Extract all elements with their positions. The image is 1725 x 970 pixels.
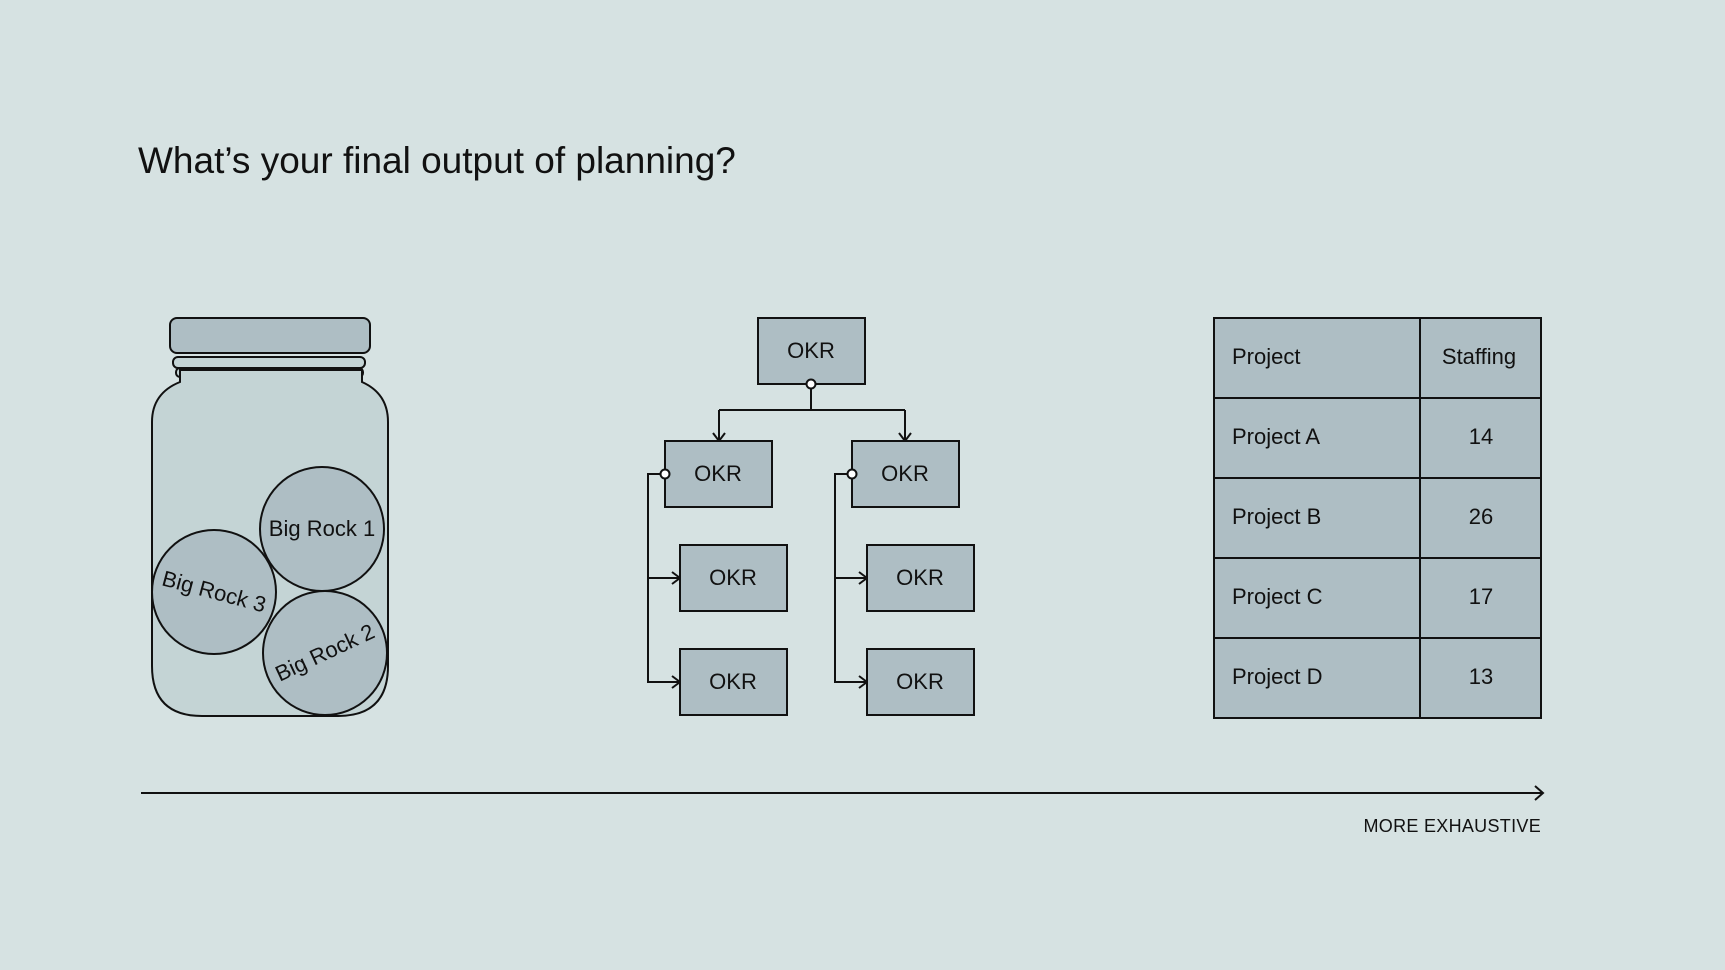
okr-node-child: OKR: [679, 648, 788, 716]
table-cell-staffing: 17: [1469, 584, 1493, 609]
table-cell-staffing: 14: [1469, 424, 1493, 449]
okr-box: [866, 648, 975, 716]
table-row: Project D 13: [1232, 664, 1493, 689]
okr-label: OKR: [881, 461, 929, 486]
table-header-cell: Staffing: [1442, 344, 1516, 369]
table-cell-project: Project B: [1232, 504, 1321, 529]
okr-tree: OKR OKR OKR OKR OKR OKR OKR: [647, 317, 975, 716]
okr-label: OKR: [694, 461, 742, 486]
okr-node-child: OKR: [866, 544, 975, 612]
okr-connector-dot: [846, 468, 858, 480]
table-cell-staffing: 26: [1469, 504, 1493, 529]
okr-box: [866, 544, 975, 612]
table-row: Project C 17: [1232, 584, 1493, 609]
jar-neck-ring: [172, 356, 366, 369]
big-rock-label: Big Rock 1: [269, 516, 375, 541]
table-background: [1213, 317, 1542, 719]
table-cell-project: Project D: [1232, 664, 1322, 689]
okr-label: OKR: [709, 669, 757, 694]
table-header-row: Project Staffing: [1232, 344, 1516, 369]
okr-arrowhead: [712, 432, 912, 443]
exhaustiveness-axis: MORE EXHAUSTIVE: [141, 785, 1545, 836]
big-rock-circle: [262, 590, 388, 716]
okr-node-child: OKR: [866, 648, 975, 716]
okr-arrowhead: [671, 571, 682, 689]
okr-connector-dot: [805, 378, 817, 390]
okr-label: OKR: [896, 669, 944, 694]
big-rock-circle: [151, 529, 277, 655]
okr-node-root: OKR: [757, 317, 866, 385]
okr-node-branch: OKR: [664, 440, 773, 508]
table-header-cell: Project: [1232, 344, 1300, 369]
okr-label: OKR: [896, 565, 944, 590]
big-rock: Big Rock 2: [262, 590, 388, 716]
table-row: Project A 14: [1232, 424, 1493, 449]
okr-arrowhead: [858, 571, 869, 689]
table-row: Project B 26: [1232, 504, 1493, 529]
jar-lid: [169, 317, 371, 354]
okr-box: [679, 544, 788, 612]
okr-connector: [834, 473, 866, 683]
arrow-right-icon: [1534, 785, 1545, 801]
okr-box: [679, 648, 788, 716]
table-cell-project: Project A: [1232, 424, 1320, 449]
okr-label: OKR: [787, 338, 835, 363]
okr-node-branch: OKR: [851, 440, 960, 508]
staffing-table: Project Staffing Project A 14 Project B …: [1213, 317, 1542, 719]
okr-connector: [647, 473, 679, 683]
okr-node-child: OKR: [679, 544, 788, 612]
okr-connector-dot: [659, 468, 671, 480]
big-rock: Big Rock 3: [151, 529, 277, 655]
table-cell-project: Project C: [1232, 584, 1323, 609]
page-title: What’s your final output of planning?: [138, 140, 736, 181]
axis-label: MORE EXHAUSTIVE: [1363, 816, 1541, 836]
okr-box: [664, 440, 773, 508]
jar-illustration: Big Rock 1 Big Rock 3 Big Rock 2: [151, 317, 389, 717]
okr-label: OKR: [709, 565, 757, 590]
table-cell-staffing: 13: [1469, 664, 1493, 689]
okr-connector: [718, 384, 906, 440]
big-rock: Big Rock 1: [259, 466, 385, 592]
